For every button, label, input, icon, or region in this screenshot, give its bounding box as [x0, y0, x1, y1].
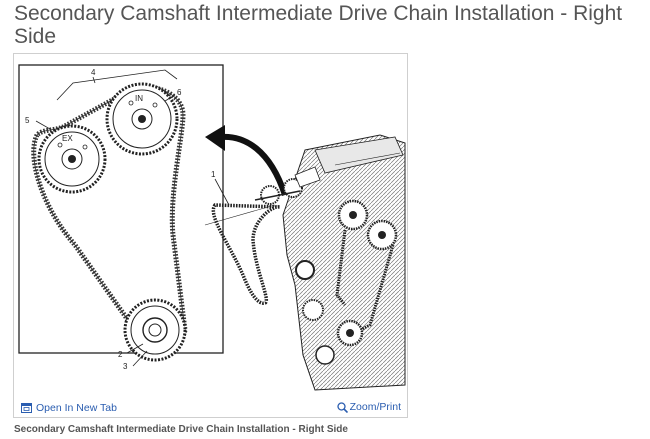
exhaust-sprocket: EX [37, 124, 107, 194]
callout-2: 2 [118, 350, 123, 359]
callout-3: 3 [123, 362, 128, 371]
figure-toolbar: Open In New Tab Zoom/Print [14, 398, 407, 418]
external-window-icon [21, 403, 32, 413]
detail-inset: EX IN 4 5 [18, 64, 224, 371]
page-title: Secondary Camshaft Intermediate Drive Ch… [14, 2, 623, 48]
open-new-tab-link[interactable]: Open In New Tab [21, 402, 117, 414]
intake-sprocket: IN [105, 82, 179, 156]
zoom-print-label: Zoom/Print [349, 401, 401, 413]
callout-5: 5 [25, 116, 30, 125]
diagram-image[interactable]: EX IN 4 5 [15, 55, 406, 396]
curved-arrow-icon [205, 125, 288, 196]
callout-4: 4 [91, 68, 96, 77]
callout-1: 1 [211, 170, 216, 179]
drive-sprocket [123, 298, 187, 362]
figure-frame: EX IN 4 5 [13, 53, 408, 418]
engine-illustration: 1 [204, 134, 406, 391]
callout-6: 6 [177, 88, 182, 97]
intake-label: IN [135, 94, 143, 103]
open-new-tab-label: Open In New Tab [36, 402, 117, 414]
magnifier-icon [336, 401, 348, 413]
zoom-print-link[interactable]: Zoom/Print [336, 401, 401, 413]
exhaust-label: EX [62, 134, 73, 143]
figure-caption: Secondary Camshaft Intermediate Drive Ch… [14, 424, 348, 435]
